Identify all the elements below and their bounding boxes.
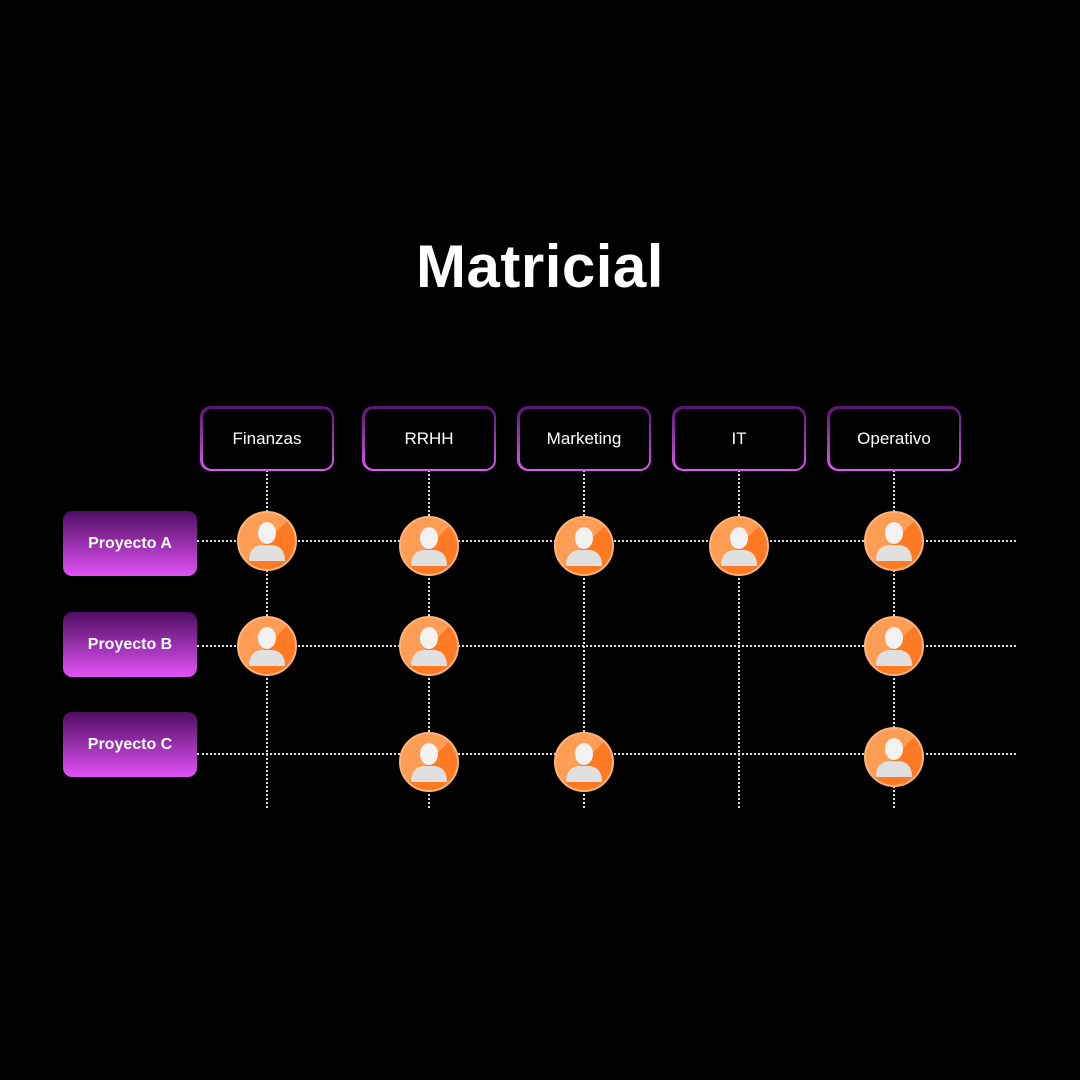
department-label: Finanzas <box>202 408 332 469</box>
person-icon <box>237 616 297 676</box>
department-it: IT <box>672 406 806 471</box>
department-rrhh: RRHH <box>362 406 496 471</box>
person-icon <box>554 516 614 576</box>
person-icon <box>864 616 924 676</box>
department-label: RRHH <box>364 408 494 469</box>
project-a: Proyecto A <box>63 511 197 576</box>
person-icon <box>864 511 924 571</box>
vertical-connector <box>583 470 585 808</box>
department-finanzas: Finanzas <box>200 406 334 471</box>
department-label: Operativo <box>829 408 959 469</box>
person-icon <box>237 511 297 571</box>
person-icon <box>709 516 769 576</box>
person-icon <box>399 616 459 676</box>
project-c: Proyecto C <box>63 712 197 777</box>
project-b: Proyecto B <box>63 612 197 677</box>
department-label: IT <box>674 408 804 469</box>
department-marketing: Marketing <box>517 406 651 471</box>
person-icon <box>399 732 459 792</box>
vertical-connector <box>738 470 740 808</box>
page-title: Matricial <box>416 233 664 300</box>
department-operativo: Operativo <box>827 406 961 471</box>
person-icon <box>399 516 459 576</box>
department-label: Marketing <box>519 408 649 469</box>
person-icon <box>864 727 924 787</box>
person-icon <box>554 732 614 792</box>
horizontal-connector <box>197 645 1016 647</box>
